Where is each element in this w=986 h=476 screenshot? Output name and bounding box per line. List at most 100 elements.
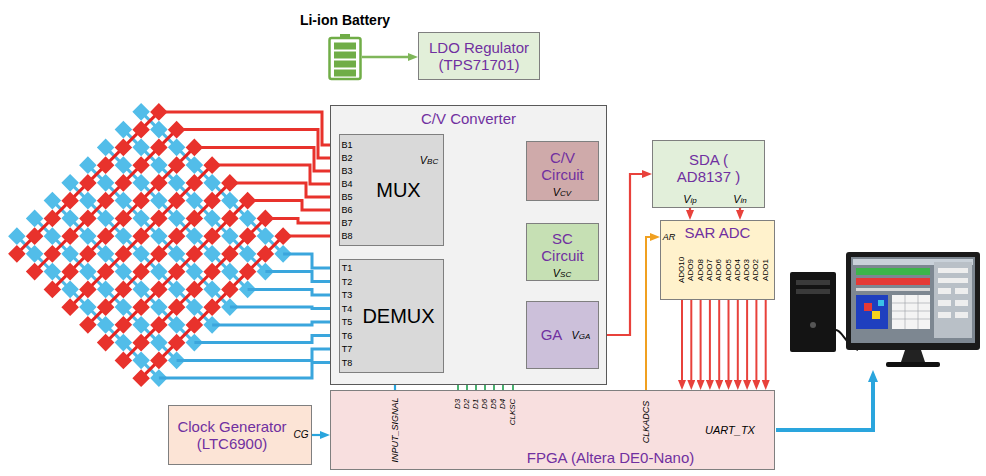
sensor-array [0, 94, 301, 396]
screen-heatmap [856, 295, 888, 329]
box-label: Clock Generator (LTC6900) [173, 418, 291, 453]
pin-label: T8 [342, 358, 353, 367]
signal-label: VSC [553, 268, 571, 279]
signal-connector [700, 300, 702, 385]
box-label: SDA ( AD8137 ) [663, 151, 754, 186]
screen-button [938, 300, 951, 306]
pin-label: B7 [341, 219, 352, 228]
box-label: SC Circuit [531, 230, 594, 265]
signal-label: D3 [454, 399, 462, 409]
monitor-screen [851, 257, 975, 343]
pc-tower [790, 272, 836, 352]
screen-button [938, 278, 968, 283]
pin-label: T6 [342, 331, 353, 340]
signal-connector [689, 208, 691, 215]
mux-box: MUX [339, 134, 444, 246]
column-wires [159, 254, 338, 378]
signal-label: Vin [733, 194, 746, 205]
screen-plot [856, 288, 930, 291]
pin-label: B5 [341, 193, 352, 202]
amplifier-box: SDA ( AD8137 ) [652, 140, 765, 208]
box-label: C/V Circuit [531, 149, 594, 184]
signal-label: D5 [490, 399, 498, 409]
signal-connector [746, 300, 748, 385]
signal-connector [718, 300, 720, 385]
box-label: C/V Converter [421, 110, 516, 127]
pin-label: ADO5 [725, 259, 733, 281]
pin-label: ADO2 [752, 259, 760, 281]
pin-label: T4 [342, 304, 353, 313]
battery-icon [330, 34, 361, 79]
computer-illustration [790, 252, 980, 367]
signal-label: D4 [499, 399, 507, 409]
screen-button [938, 268, 968, 273]
signal-label: Vip [683, 194, 696, 205]
screen-table [892, 295, 930, 329]
pin-label: ADO8 [697, 259, 705, 281]
screen-button [955, 300, 968, 306]
table-grid [892, 295, 930, 329]
box-label: DEMUX [362, 305, 434, 328]
screen-button [955, 288, 968, 294]
power-button [810, 322, 816, 328]
pin-label: B6 [341, 206, 352, 215]
signal-label: D1 [472, 399, 480, 409]
pin-label: AR [663, 233, 676, 242]
pin-label: B8 [341, 232, 352, 241]
pin-label: ADO10 [678, 257, 686, 283]
screen-panel [934, 262, 972, 338]
screen-plot [856, 268, 930, 275]
signal-label: D2 [463, 399, 471, 409]
heatmap-cell [864, 303, 872, 311]
pin-label: ADO7 [706, 259, 714, 281]
pin-label: ADO4 [734, 259, 742, 281]
box-label: GA [541, 326, 563, 343]
signal-connector [728, 300, 730, 385]
monitor-frame [846, 252, 980, 350]
signal-label: VCV [553, 187, 571, 198]
signal-label: CG [294, 430, 309, 440]
signal-label: VBC [420, 155, 438, 166]
battery-bar [334, 52, 356, 59]
signal-connector [737, 300, 739, 385]
pin-label: ADO1 [762, 259, 770, 281]
pin-label: B3 [341, 167, 352, 176]
component-label: Li-ion Battery [300, 12, 390, 28]
converter-block: C/V ConverterMUX DEMUX C/V Circuit SC Circu… [330, 105, 607, 385]
demux-box: DEMUX [339, 259, 444, 373]
pin-label: ADO9 [687, 259, 695, 281]
drive-bay [796, 289, 830, 294]
pin-label: ADO3 [743, 259, 751, 281]
signal-connector [681, 300, 683, 385]
battery-body [330, 38, 361, 79]
pin-label: T2 [342, 277, 353, 286]
signal-connector [709, 300, 711, 385]
drive-bay [796, 280, 830, 285]
screen-button [955, 312, 968, 318]
signal-connector [755, 300, 757, 385]
screen-plot [856, 278, 930, 285]
battery-node: Li-ion Battery [328, 34, 362, 80]
heatmap-cell [878, 300, 884, 306]
signal-label: INPUT_SIGNAL [391, 397, 400, 462]
signal-label: UART_TX [705, 425, 755, 436]
clock-box: Clock Generator (LTC6900) [168, 405, 312, 465]
box-label: LDO Regulator (TPS71701) [423, 39, 535, 74]
signal-label: CLKSC [509, 399, 517, 426]
box-label: SAR ADC [685, 224, 751, 241]
pin-label: ADO6 [715, 259, 723, 281]
signal-connector [765, 300, 767, 385]
pin-label: B1 [341, 141, 352, 150]
battery-bar [334, 43, 356, 50]
signal-label: VGA [572, 330, 591, 341]
row-bridges [17, 112, 283, 378]
screen-button [938, 288, 951, 294]
regulator-box: LDO Regulator (TPS71701) [418, 32, 540, 80]
signal-label: CLKADCS [642, 401, 651, 444]
signal-connector [690, 300, 692, 385]
signal-connector [362, 56, 413, 59]
signal-connector [646, 237, 655, 390]
monitor-base [886, 362, 940, 367]
column-bridges [17, 112, 283, 378]
pin-label: B2 [341, 154, 352, 163]
